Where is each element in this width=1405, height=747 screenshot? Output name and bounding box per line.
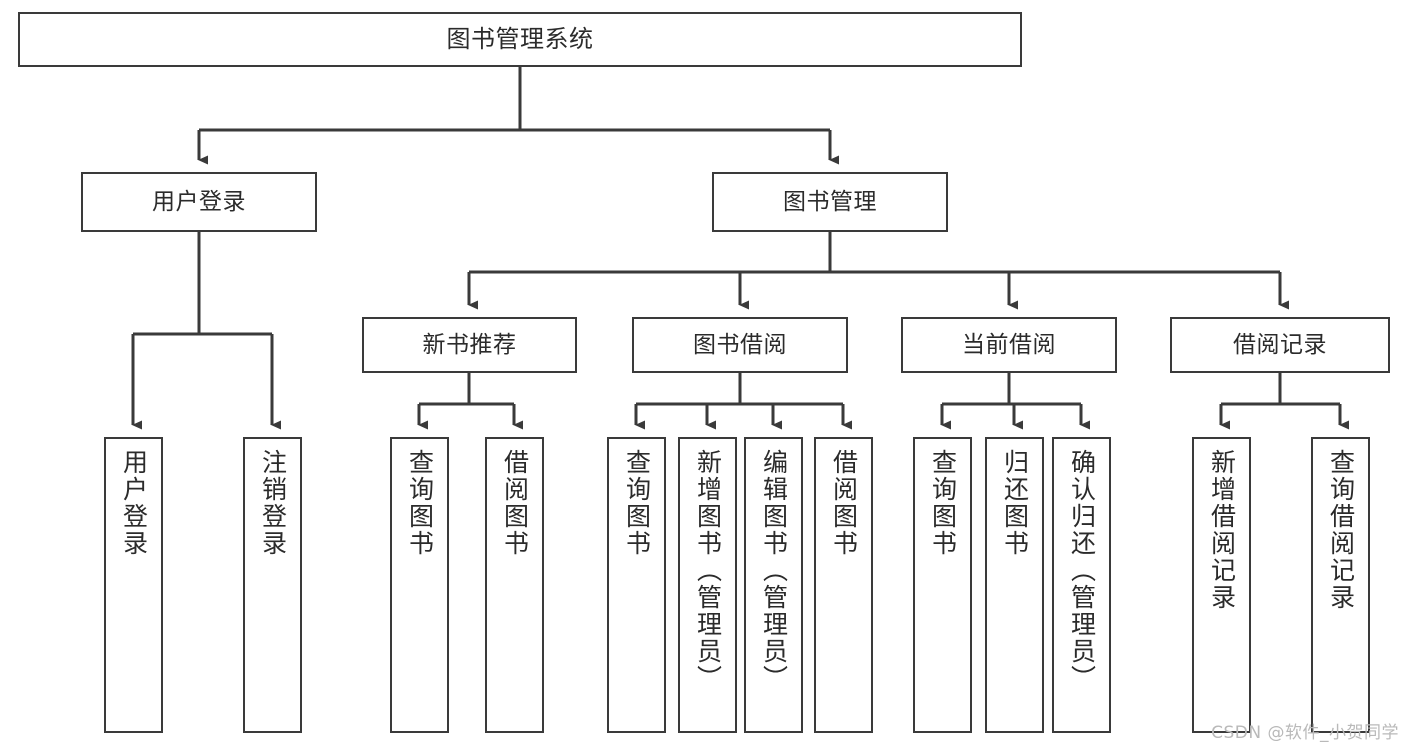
node-user-login-label: 用户登录	[152, 188, 246, 215]
node-leaf-borrow-book-1-label: 借阅图书	[500, 449, 530, 557]
node-leaf-query-record[interactable]: 查询借阅记录	[1311, 437, 1370, 733]
node-leaf-user-login[interactable]: 用户登录	[104, 437, 163, 733]
node-leaf-return-book[interactable]: 归还图书	[985, 437, 1044, 733]
node-root-label: 图书管理系统	[446, 24, 594, 53]
node-borrow-record[interactable]: 借阅记录	[1170, 317, 1390, 373]
node-leaf-query-book-3-label: 查询图书	[928, 449, 958, 557]
node-current-borrow-label: 当前借阅	[962, 331, 1056, 358]
node-leaf-query-book-3[interactable]: 查询图书	[913, 437, 972, 733]
node-leaf-query-book-1-label: 查询图书	[405, 449, 435, 557]
node-leaf-return-book-label: 归还图书	[1000, 449, 1030, 557]
node-leaf-logout[interactable]: 注销登录	[243, 437, 302, 733]
node-leaf-edit-book[interactable]: 编辑图书（管理员）	[744, 437, 803, 733]
node-leaf-add-book-label: 新增图书（管理员）	[693, 449, 723, 692]
node-leaf-query-record-label: 查询借阅记录	[1326, 449, 1356, 611]
node-leaf-query-book-2[interactable]: 查询图书	[607, 437, 666, 733]
node-leaf-borrow-book-1[interactable]: 借阅图书	[485, 437, 544, 733]
node-book-borrow[interactable]: 图书借阅	[632, 317, 848, 373]
node-new-book-rec-label: 新书推荐	[422, 331, 517, 358]
node-borrow-record-label: 借阅记录	[1233, 331, 1327, 358]
node-new-book-rec[interactable]: 新书推荐	[362, 317, 577, 373]
node-leaf-logout-label: 注销登录	[258, 449, 288, 557]
node-leaf-query-book-1[interactable]: 查询图书	[390, 437, 449, 733]
node-leaf-user-login-label: 用户登录	[119, 449, 149, 557]
node-leaf-confirm-return-label: 确认归还（管理员）	[1067, 449, 1097, 692]
node-leaf-borrow-book-2-label: 借阅图书	[829, 449, 859, 557]
node-book-manage-label: 图书管理	[783, 188, 877, 215]
node-leaf-add-book[interactable]: 新增图书（管理员）	[678, 437, 737, 733]
node-root[interactable]: 图书管理系统	[18, 12, 1022, 67]
node-leaf-edit-book-label: 编辑图书（管理员）	[759, 449, 789, 692]
node-current-borrow[interactable]: 当前借阅	[901, 317, 1117, 373]
node-leaf-add-record[interactable]: 新增借阅记录	[1192, 437, 1251, 733]
node-leaf-add-record-label: 新增借阅记录	[1207, 449, 1237, 611]
node-leaf-query-book-2-label: 查询图书	[622, 449, 652, 557]
node-user-login[interactable]: 用户登录	[81, 172, 317, 232]
node-leaf-confirm-return[interactable]: 确认归还（管理员）	[1052, 437, 1111, 733]
node-leaf-borrow-book-2[interactable]: 借阅图书	[814, 437, 873, 733]
csdn-watermark: CSDN @软件_小贺同学	[1211, 723, 1399, 743]
node-book-borrow-label: 图书借阅	[693, 331, 787, 358]
node-book-manage[interactable]: 图书管理	[712, 172, 948, 232]
